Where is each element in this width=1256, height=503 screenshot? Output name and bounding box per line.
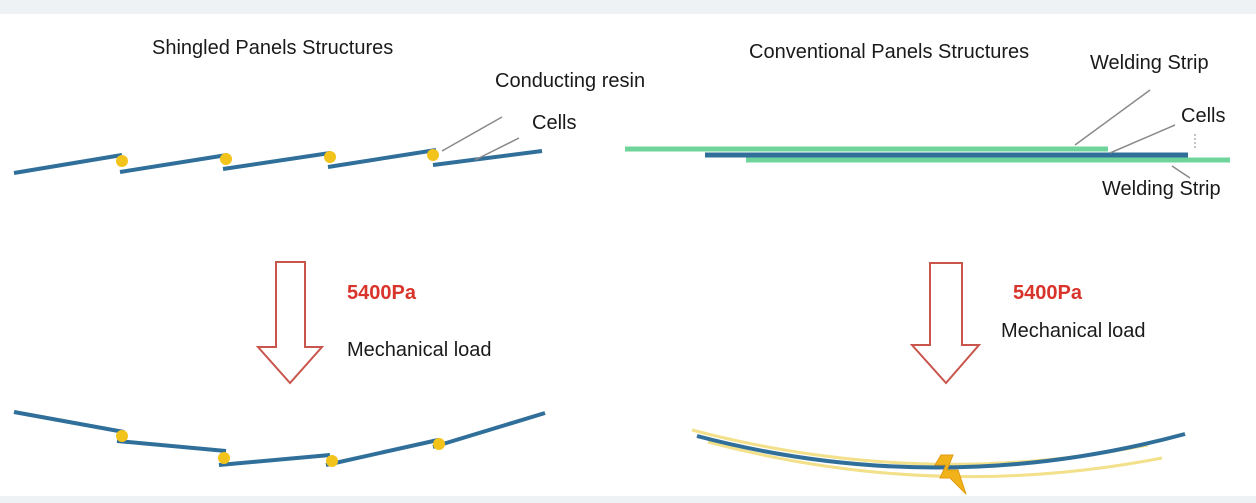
welding-strip-top-label: Welding Strip [1090,52,1209,74]
conducting-resin-leader [441,116,503,152]
shingled-cell [119,153,228,174]
shingled-cell [222,151,331,171]
shingled-cell-bent [432,411,546,449]
conducting-resin-label: Conducting resin [495,70,646,92]
shingled-load-value: 5400Pa [347,282,416,304]
shingled-cell [432,149,543,167]
welding-strip-bent [691,428,1149,466]
shingled-cell-bent [13,410,125,434]
welding-strip-bottom-label: Welding Strip [1102,178,1221,200]
shingled-cell-bent [218,453,331,467]
welding-strip-top-leader [1074,89,1151,146]
welding-strip-bent [707,440,1163,479]
lightning-crack-icon [934,454,967,495]
shingled-resin-dot [326,455,338,467]
shingled-cell [327,148,437,169]
bottom-panel-background [0,374,1256,496]
welding-strip-bottom-leader [1171,165,1191,179]
conventional-title: Conventional Panels Structures [749,41,1030,63]
conventional-load-value: 5400Pa [1013,282,1082,304]
shingled-structure-bent [13,410,546,467]
shingled-resin-dot [433,438,445,450]
shingled-cell-bent [116,439,227,453]
cells-leader [1109,124,1176,154]
top-panel-background [0,14,1256,374]
shingled-load-label: Mechanical load [347,339,492,361]
shingled-resin-dot [218,452,230,464]
shingled-title: Shingled Panels Structures [152,37,394,59]
shingled-resin-dot [116,155,128,167]
cells-leader [474,137,520,161]
shingled-cell [13,153,123,175]
shingled-cell-bent [325,438,439,467]
shingled-structure [13,116,543,175]
shingled-resin-dot [324,151,336,163]
shingled-cells-label: Cells [532,112,577,134]
conventional-cells-label: Cells [1181,105,1226,127]
shingled-resin-dot [427,149,439,161]
shingled-resin-dot [116,430,128,442]
conventional-cell-bent [696,432,1186,470]
conventional-structure [625,89,1230,179]
shingled-resin-dot [220,153,232,165]
down-arrow-icon [909,262,982,385]
conventional-load-label: Mechanical load [1001,320,1146,342]
down-arrow-icon [255,261,325,385]
conventional-structure-bent [691,428,1186,495]
